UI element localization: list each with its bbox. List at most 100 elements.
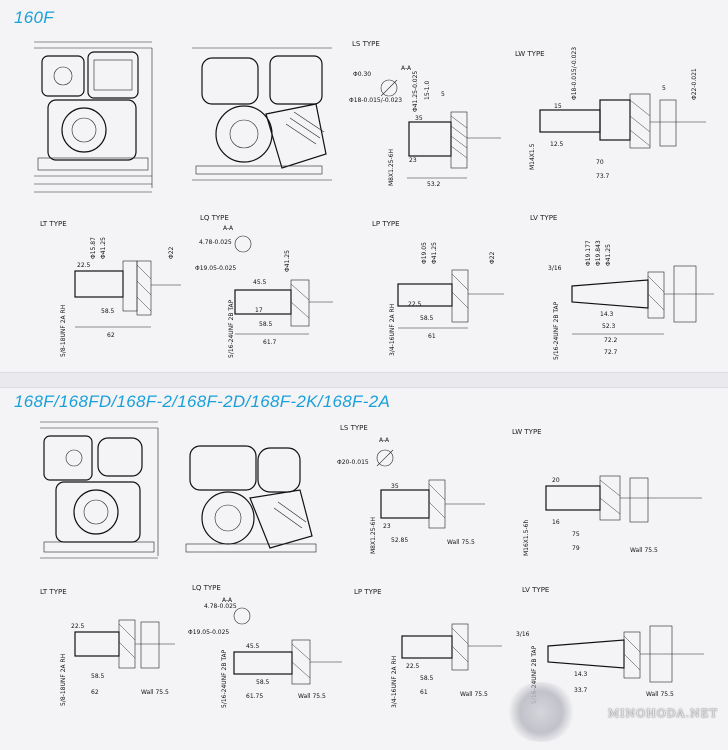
lq-type-diagram-1: A-A 4.78-0.025 Φ19.05-0.025 Φ41.25 45.5 … <box>195 225 333 358</box>
lq-type-label-1: LQ TYPE <box>200 214 229 222</box>
lt2-len225: 22.5 <box>71 623 85 630</box>
ls1-aa: A-A <box>401 65 412 72</box>
lp2-len61: 61 <box>420 689 428 696</box>
lv1-len143: 14.3 <box>600 311 614 318</box>
lt-type-label-1: LT TYPE <box>40 220 67 228</box>
lw1-len125: 12.5 <box>550 141 564 148</box>
ls1-s5: 5 <box>441 91 445 98</box>
lq2-d1: 4.78-0.025 <box>204 603 237 610</box>
lq2-len585: 58.5 <box>256 679 270 686</box>
lw1-len737: 73.7 <box>596 173 610 180</box>
lq2-len6175: 61.75 <box>246 693 263 700</box>
engine-front-view-168f <box>40 421 159 559</box>
lq2-aa: A-A <box>222 597 233 604</box>
lq2-len455: 45.5 <box>246 643 260 650</box>
ls2-len23: 23 <box>383 523 391 530</box>
lv1-len722: 72.2 <box>604 337 618 344</box>
section-divider <box>0 372 728 388</box>
lw1-d22: Φ22-0.021 <box>691 68 698 100</box>
lp1-len585: 58.5 <box>420 315 434 322</box>
lt-type-diagram-1: Φ15.87 Φ41.25 Φ22 22.5 58.5 62 5/8-18UNF… <box>60 237 181 357</box>
lv2-thread: 5/16-24UNF 2B TAP <box>531 645 538 704</box>
lv1-len523: 52.3 <box>602 323 616 330</box>
lp1-d2: Φ41.25 <box>431 242 438 264</box>
lv1-d3: Φ41.25 <box>605 244 612 266</box>
lw2-wall: Wall 75.5 <box>630 547 658 554</box>
watermark-text: MINOHODA.NET <box>607 707 718 720</box>
lv1-thread: 5/16-24UNF 2B TAP <box>553 301 560 360</box>
lt1-len585: 58.5 <box>101 308 115 315</box>
lp-type-diagram-1: Φ19.05 Φ41.25 Φ22 22.5 58.5 61 3/4-16UNF… <box>389 242 504 356</box>
ls2-wall: Wall 75.5 <box>447 539 475 546</box>
lq1-d2: Φ19.05-0.025 <box>195 265 236 272</box>
lw1-d1: Φ18-0.015/-0.023 <box>571 47 578 100</box>
ls2-d1: Φ20-0.015 <box>337 459 369 466</box>
lq1-thread: 5/16-24UNF 2B TAP <box>228 299 235 358</box>
lv-type-label-1: LV TYPE <box>530 214 558 222</box>
ls2-len35: 35 <box>391 483 399 490</box>
lt1-d2: Φ41.25 <box>100 237 107 259</box>
lt-type-diagram-2: 22.5 58.5 62 Wall 75.5 5/8-18UNF 2A RH <box>60 619 175 706</box>
lp2-len585: 58.5 <box>420 675 434 682</box>
ls-type-diagram-1: Φ0.30 A-A Φ18-0.015/-0.023 15-1.0 Φ41.25… <box>349 65 501 188</box>
lw-type-label-2: LW TYPE <box>512 428 542 436</box>
engine-side-view-160f <box>192 47 332 181</box>
lq-type-label-2: LQ TYPE <box>192 584 221 592</box>
lw2-len20: 20 <box>552 477 560 484</box>
lp-type-diagram-2: 22.5 58.5 61 Wall 75.5 3/4-16UNF 2A RH <box>391 623 502 708</box>
lv1-d1: Φ19.177 <box>585 240 592 266</box>
lv2-len143: 14.3 <box>574 671 588 678</box>
lq1-len17: 17 <box>255 307 263 314</box>
lq1-d1: 4.78-0.025 <box>199 239 232 246</box>
lq1-aa: A-A <box>223 225 234 232</box>
lt2-len585: 58.5 <box>91 673 105 680</box>
ls1-d1: Φ18-0.015/-0.023 <box>349 97 402 104</box>
lt2-thread: 5/8-18UNF 2A RH <box>60 654 67 706</box>
lp1-d3: Φ22 <box>489 251 496 264</box>
lq2-d2: Φ19.05-0.025 <box>188 629 229 636</box>
lw1-len15: 15 <box>554 103 562 110</box>
lw-type-diagram-2: 20 16 75 79 Wall 75.5 M16X1.5-6h <box>523 475 702 556</box>
lw1-thread: M14X1.5 <box>529 143 536 170</box>
lp1-d1: Φ19.05 <box>421 242 428 264</box>
lv2-wall: Wall 75.5 <box>646 691 674 698</box>
lw1-s5: 5 <box>662 85 666 92</box>
ls2-aa: A-A <box>379 437 390 444</box>
ls1-len35: 35 <box>415 115 423 122</box>
lw-type-diagram-1: Φ18-0.015/-0.023 Φ22-0.021 15 12.5 5 70 … <box>529 47 706 180</box>
lq2-wall: Wall 75.5 <box>298 693 326 700</box>
lv1-len727: 72.7 <box>604 349 618 356</box>
lw2-len79: 79 <box>572 545 580 552</box>
ls2-len5285: 52.85 <box>391 537 408 544</box>
lp-type-label-2: LP TYPE <box>354 588 382 596</box>
lw1-len70: 70 <box>596 159 604 166</box>
ls-type-diagram-2: A-A Φ20-0.015 35 23 52.85 Wall 75.5 M8X1… <box>337 437 485 554</box>
lv1-taper: 3/16 <box>548 265 562 272</box>
ls2-thread: M8X1.25-6H <box>370 517 377 554</box>
lt1-d1: Φ15.87 <box>90 237 97 259</box>
ls-type-label-2: LS TYPE <box>340 424 368 432</box>
lt-type-label-2: LT TYPE <box>40 588 67 596</box>
ls1-d2: Φ41.25-0.025 <box>412 71 419 112</box>
lt1-len62: 62 <box>107 332 115 339</box>
section-title-168f: 168F/168FD/168F-2/168F-2D/168F-2K/168F-2… <box>14 392 391 411</box>
lw2-thread: M16X1.5-6h <box>523 520 530 556</box>
ls1-s1: 15-1.0 <box>424 80 431 100</box>
lp2-len225: 22.5 <box>406 663 420 670</box>
lt1-len225: 22.5 <box>77 262 91 269</box>
lv-type-diagram-1: Φ19.177 Φ19.843 Φ41.25 3/16 14.3 52.3 72… <box>548 240 714 360</box>
lq2-thread: 5/16-24UNF 2B TAP <box>221 649 228 708</box>
lv1-d2: Φ19.843 <box>595 240 602 266</box>
lw2-len75: 75 <box>572 531 580 538</box>
lp2-thread: 3/4-16UNF 2A RH <box>391 656 398 708</box>
lw2-len16: 16 <box>552 519 560 526</box>
watermark-gear-icon <box>505 682 577 742</box>
lq-type-diagram-2: A-A 4.78-0.025 Φ19.05-0.025 45.5 58.5 61… <box>188 597 342 708</box>
lq1-len617: 61.7 <box>263 339 277 346</box>
ls-type-label-1: LS TYPE <box>352 40 380 48</box>
lp1-len61: 61 <box>428 333 436 340</box>
lq1-len585: 58.5 <box>259 321 273 328</box>
ls1-len23: 23 <box>409 157 417 164</box>
lp2-wall: Wall 75.5 <box>460 691 488 698</box>
